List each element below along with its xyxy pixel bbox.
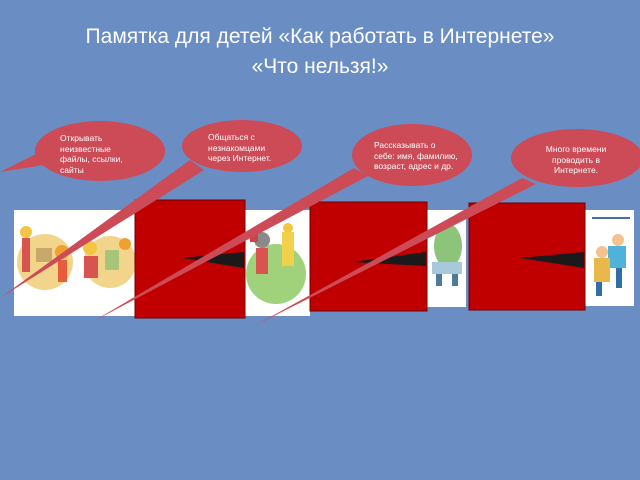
speech-bubble-2 (0, 120, 302, 298)
illustration-card-1 (14, 210, 136, 316)
speech-bubble-3 (92, 124, 472, 322)
speech-bubbles (0, 120, 640, 326)
bubble-text-3: Рассказывать о себе: имя, фамилию, возра… (374, 140, 458, 171)
title-line-2: «Что нельзя!» (251, 55, 389, 78)
illustration-strip (14, 210, 634, 316)
speech-bubble-1 (0, 121, 165, 181)
title-line-1: Памятка для детей «Как работать в Интерн… (85, 25, 555, 48)
bubble-text-4: Много времени проводить в Интернете. (545, 144, 607, 175)
bubble-text-2: Общаться с незнакомцами через Интернет. (208, 132, 272, 163)
illustration-card-2 (244, 210, 310, 316)
illustration-card-4 (584, 210, 634, 306)
slide-title: Памятка для детей «Как работать в Интерн… (0, 22, 640, 82)
red-blocks (134, 199, 586, 319)
bubble-text-1: Открывать неизвестные файлы, ссылки, сай… (60, 133, 123, 175)
speech-bubble-4 (254, 129, 640, 326)
